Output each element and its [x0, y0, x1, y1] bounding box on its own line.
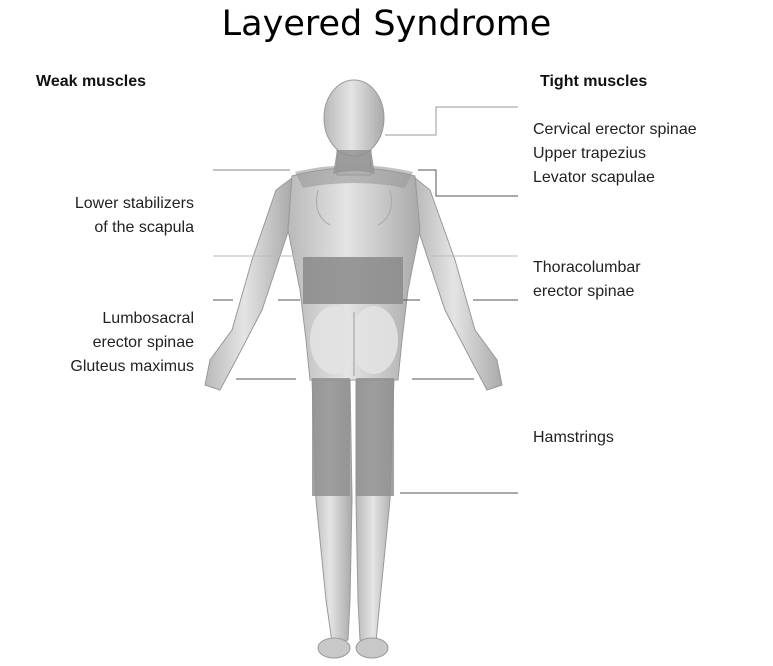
- label-lumbosacral: Lumbosacral erector spinae Gluteus maxim…: [20, 307, 194, 379]
- label-gluteus: Gluteus maximus: [20, 355, 194, 379]
- label-thoracolumbar: Thoracolumbar erector spinae: [533, 256, 641, 304]
- label-levator: Levator scapulae: [533, 166, 655, 190]
- label-upper-trap: Upper trapezius: [533, 142, 646, 166]
- weak-muscles-header: Weak muscles: [36, 70, 146, 94]
- hamstrings-right: [356, 378, 394, 496]
- buttock-right: [350, 306, 398, 374]
- leader-upper-trap: [418, 170, 518, 196]
- right-foot: [356, 638, 388, 658]
- label-lower-stabilizers: Lower stabilizers of the scapula: [20, 192, 194, 240]
- head: [324, 80, 384, 156]
- label-hamstrings: Hamstrings: [533, 426, 614, 450]
- thoracolumbar-band: [303, 257, 403, 304]
- left-arm: [205, 178, 292, 390]
- label-lower-stabilizers-line1: Lower stabilizers: [20, 192, 194, 216]
- right-arm: [415, 178, 502, 390]
- leader-cervical: [385, 107, 518, 135]
- label-thoracolumbar-line2: erector spinae: [533, 280, 641, 304]
- tight-muscles-header: Tight muscles: [540, 70, 647, 94]
- label-thoracolumbar-line1: Thoracolumbar: [533, 256, 641, 280]
- label-lumbosacral-line2: erector spinae: [20, 331, 194, 355]
- left-foot: [318, 638, 350, 658]
- hamstrings-left: [312, 378, 350, 496]
- label-lower-stabilizers-line2: of the scapula: [20, 216, 194, 240]
- label-lumbosacral-line1: Lumbosacral: [20, 307, 194, 331]
- label-cervical: Cervical erector spinae: [533, 118, 697, 142]
